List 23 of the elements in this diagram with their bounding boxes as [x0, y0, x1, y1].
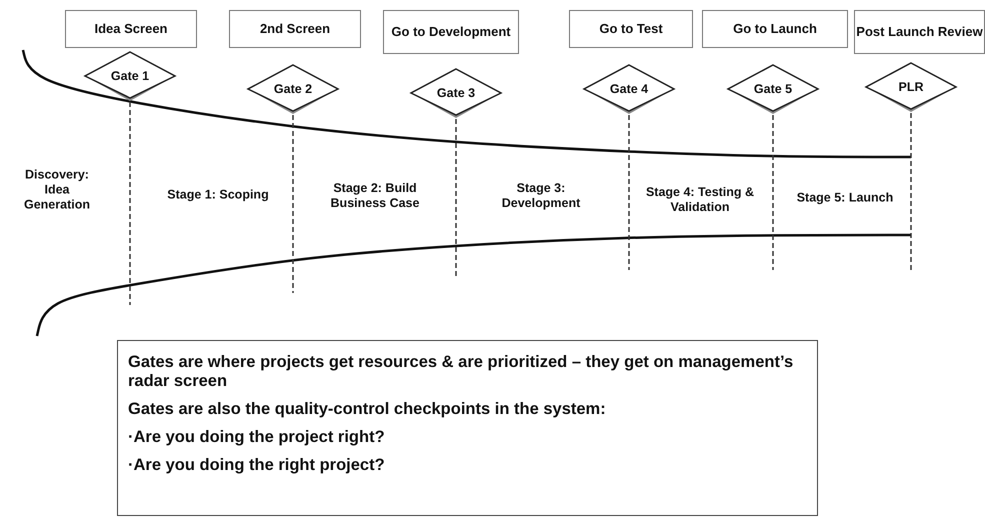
gate-name-box: Idea Screen: [65, 10, 197, 48]
note-text: Gates are also the quality-control checkpoints in the system:: [128, 400, 606, 419]
gate-diamond: Gate 4: [582, 65, 676, 113]
stage-label: Stage 3: Development: [500, 181, 582, 211]
gate-name-box: Go to Launch: [702, 10, 848, 48]
gate-diamond: Gate 1: [83, 52, 177, 100]
stage-label: Stage 5: Launch: [796, 190, 894, 206]
note-text: Gates are where projects get resources & are prioritized – they get on management’s radar screen: [128, 353, 794, 391]
bullet-text: ·Are you doing the project right?: [128, 428, 385, 447]
gate-diamond: PLR: [864, 63, 958, 111]
gate-name-box: Go to Test: [569, 10, 693, 48]
gate-diamond: Gate 3: [409, 69, 503, 117]
note-box: [117, 340, 818, 516]
stage-label: Stage 1: Scoping: [166, 188, 270, 202]
stage-label: Stage 4: Testing & Validation: [644, 185, 756, 215]
gate-diamond: Gate 2: [246, 65, 340, 113]
stage-label: Stage 2: Build Business Case: [330, 181, 420, 211]
gate-name-box: 2nd Screen: [229, 10, 361, 48]
gate-name-box: Post Launch Review: [854, 10, 985, 54]
stage-label: Discovery: Idea Generation: [23, 168, 91, 212]
gate-name-box: Go to Development: [383, 10, 519, 54]
bullet-text: ·Are you doing the right project?: [128, 456, 385, 475]
gate-diamond: Gate 5: [726, 65, 820, 113]
